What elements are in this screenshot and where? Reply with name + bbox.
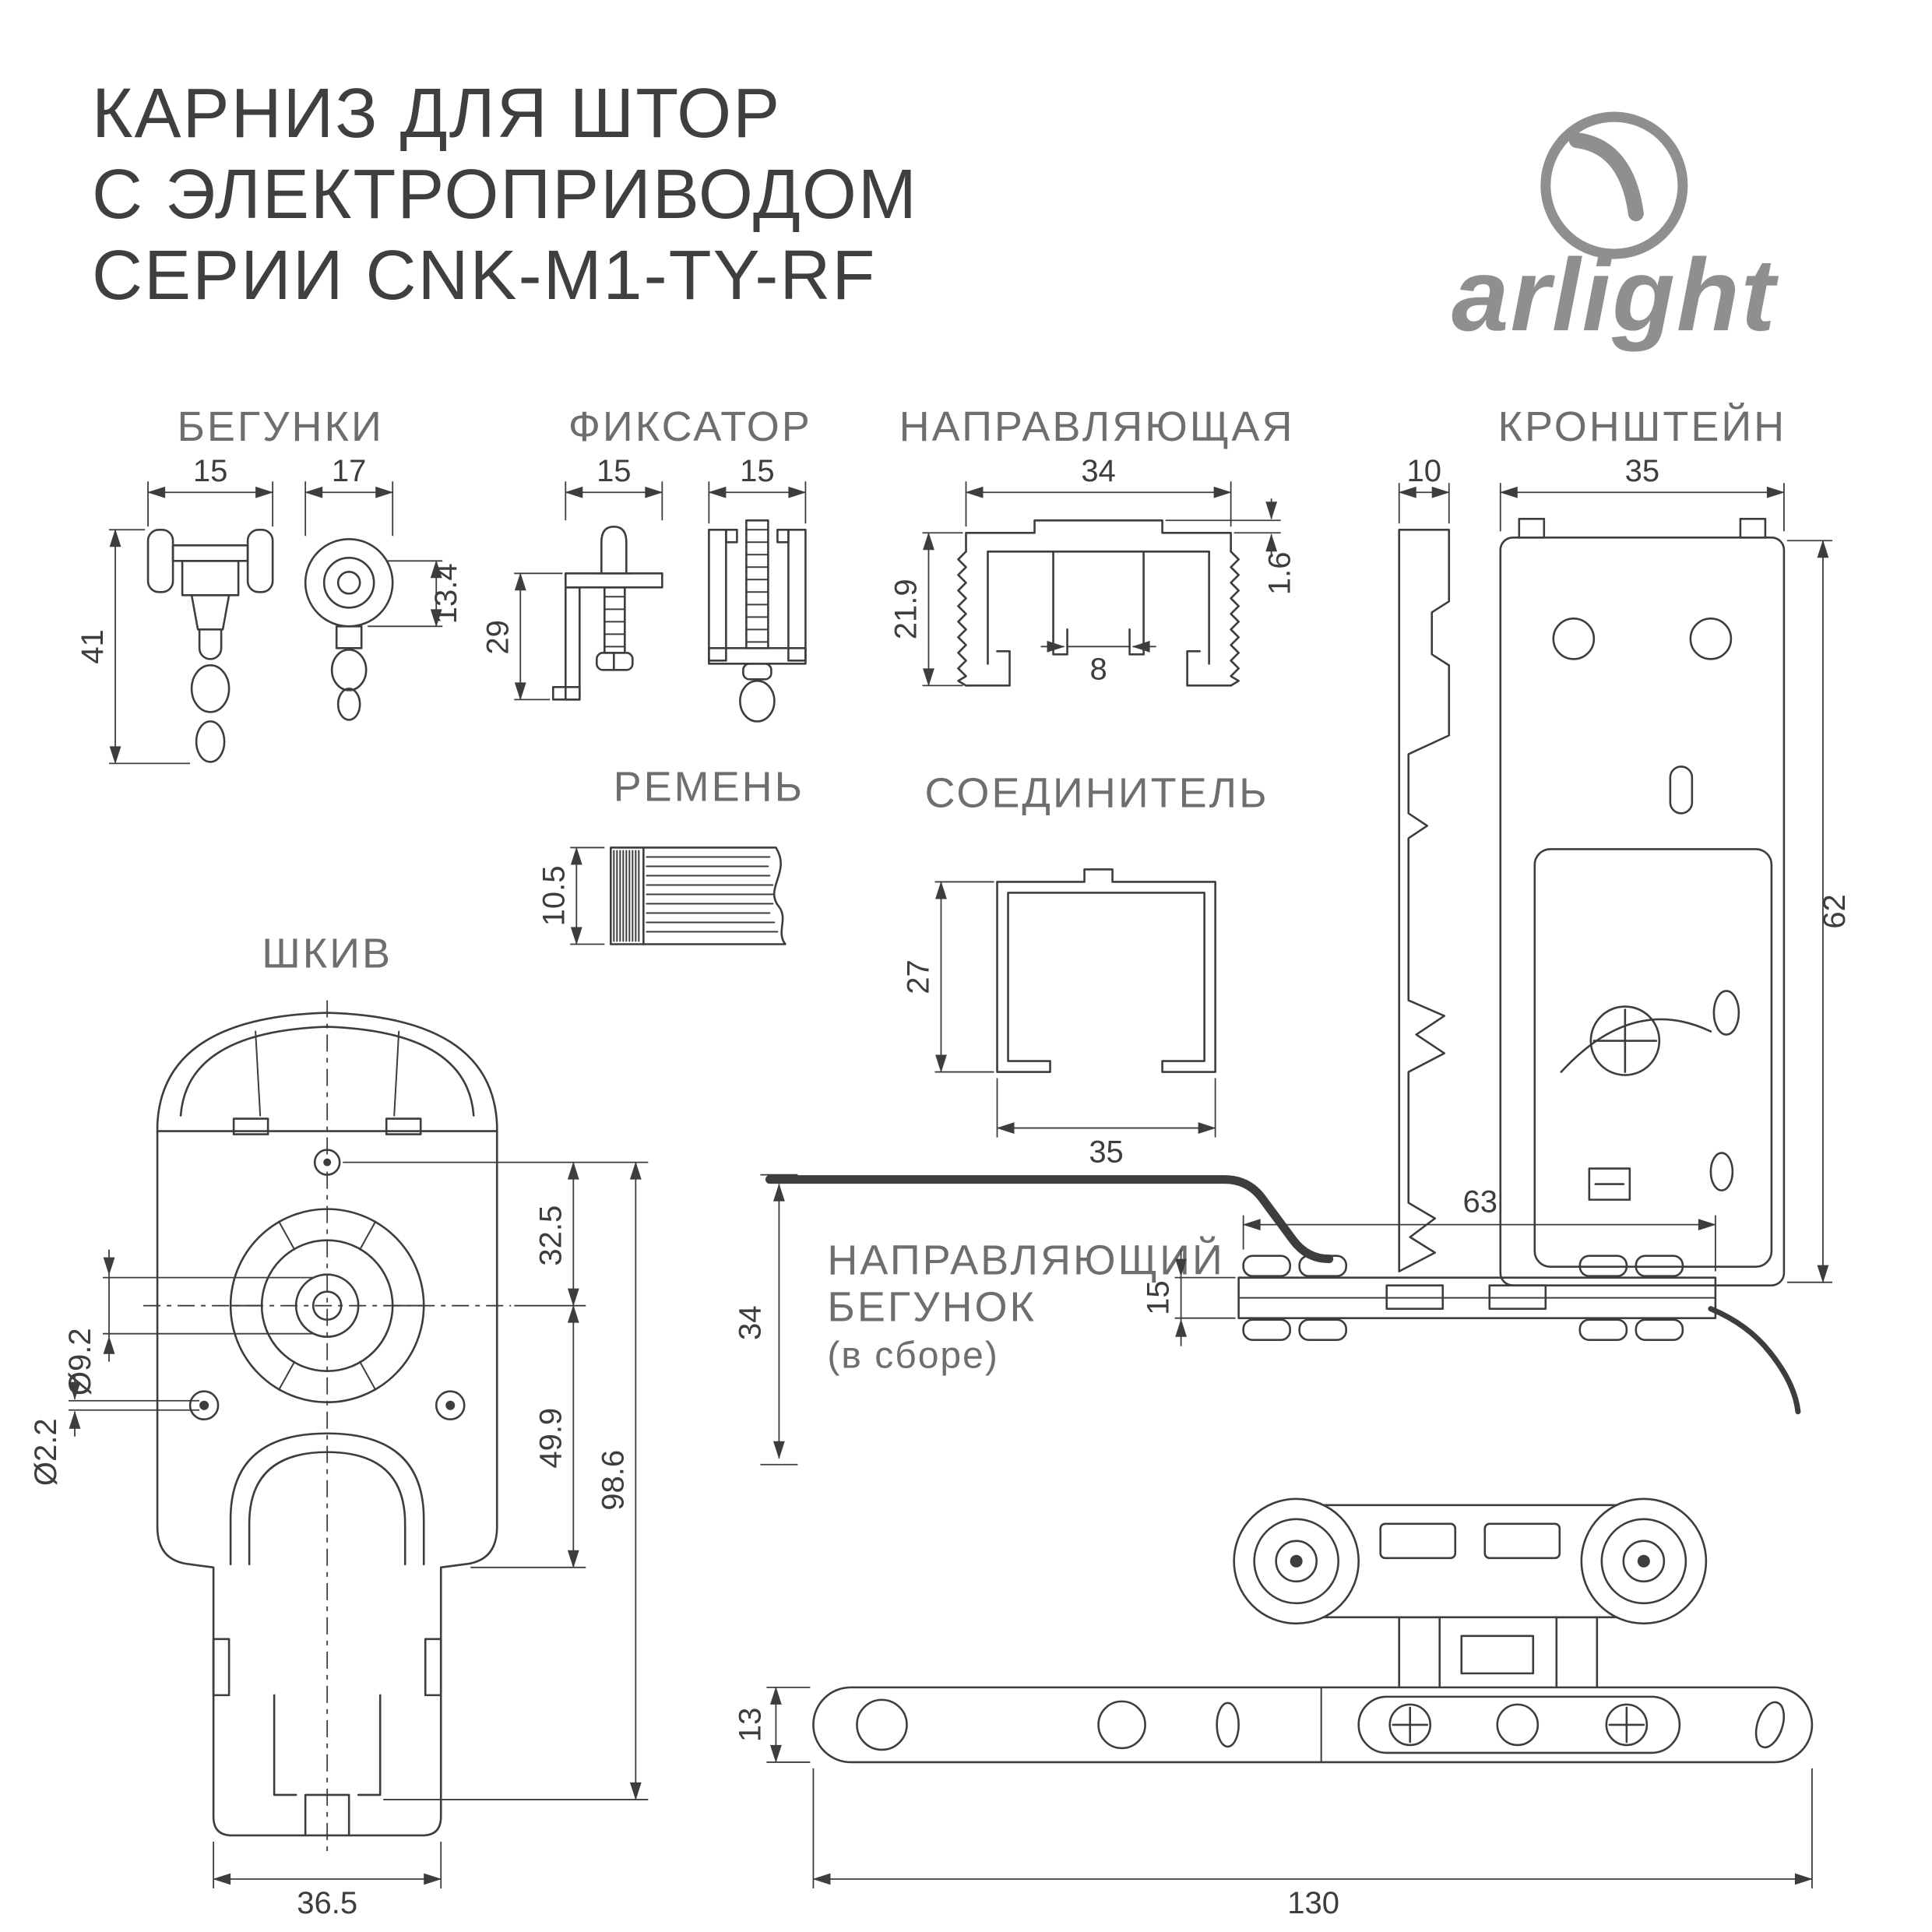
dim-guide-length: 63 (1463, 1185, 1498, 1219)
title-line-2: С ЭЛЕКТРОПРИВОДОМ (92, 155, 918, 234)
pulley-label: ШКИВ (262, 931, 392, 977)
bracket-label: КРОНШТЕЙН (1497, 403, 1786, 450)
runner-roller-drawing (304, 537, 394, 721)
dim-guide-body-height: 15 (1142, 1280, 1176, 1315)
fixator-label: ФИКСАТОР (568, 403, 812, 450)
section-bracket: КРОНШТЕЙН 10 35 (1398, 403, 1852, 1286)
dim-pulley-upper: 32.5 (533, 1205, 568, 1266)
dim-guide-drop: 34 (733, 1305, 767, 1339)
dim-fixator-height: 29 (480, 620, 515, 655)
dim-fixator1-width: 15 (596, 454, 632, 488)
dim-rail-height: 21.9 (889, 579, 923, 639)
dim-pulley-total: 98.6 (596, 1450, 630, 1511)
belt-drawing (610, 846, 787, 945)
dim-runner2-height: 13.4 (429, 563, 463, 624)
belt-dimensions: 10.5 (537, 846, 605, 945)
arlight-logo: arlight (1452, 111, 1779, 352)
section-belt: РЕМЕНЬ 10.5 (537, 763, 805, 945)
dim-rail-thickness: 1.6 (1263, 551, 1297, 595)
fixator-angle-clamp-drawing (551, 525, 663, 701)
phillips-screw-icon (1605, 1703, 1649, 1747)
dim-runner2-width: 17 (332, 454, 366, 488)
belt-label: РЕМЕНЬ (614, 763, 805, 810)
logo-circle-icon (1540, 111, 1688, 259)
bracket-side-view-drawing (1398, 528, 1451, 1272)
fixator-u-clamp-drawing (708, 519, 807, 723)
guide-runner-roller-left (1233, 1497, 1360, 1625)
dim-rail-width: 34 (1081, 454, 1116, 488)
connector-dimensions: 27 35 (901, 881, 1216, 1170)
guide-runner-label: НАПРАВЛЯЮЩИЙ БЕГУНОК (в сборе) (827, 1237, 1224, 1377)
runner-double-wheel-drawing (146, 528, 274, 763)
dim-pulley-width: 36.5 (297, 1886, 357, 1920)
dim-rail-gap: 8 (1089, 652, 1107, 686)
section-guide-runner: НАПРАВЛЯЮЩИЙ БЕГУНОК (в сборе) (733, 1174, 1814, 1920)
rail-dimensions: 34 21.9 8 1.6 (889, 454, 1297, 687)
logo-swoosh-icon (1568, 132, 1644, 222)
fixator-dimensions: 15 15 29 (480, 454, 807, 701)
dim-bracket-width: 35 (1625, 454, 1660, 488)
section-pulley: ШКИВ (29, 931, 649, 1920)
logo-wordmark: arlight (1452, 237, 1779, 352)
dim-bracket-depth: 10 (1406, 454, 1441, 488)
dim-bracket-height: 62 (1818, 894, 1852, 929)
guide-runner-label-line3: (в сборе) (827, 1336, 998, 1377)
bracket-front-view-drawing (1499, 517, 1786, 1286)
section-rail: НАПРАВЛЯЮЩАЯ 34 21.9 8 (889, 403, 1297, 687)
rail-label: НАПРАВЛЯЮЩАЯ (899, 403, 1295, 450)
guide-runner-dimensions: 63 34 15 13 130 (733, 1174, 1813, 1920)
dim-connector-height: 27 (901, 959, 935, 994)
section-runners: БЕГУНКИ 15 17 (76, 403, 463, 765)
dim-guide-bar-length: 130 (1287, 1886, 1339, 1920)
guide-runner-label-line1: НАПРАВЛЯЮЩИЙ (827, 1237, 1224, 1284)
dim-runner1-width: 15 (193, 454, 227, 488)
dim-fixator2-width: 15 (740, 454, 774, 488)
dim-belt-height: 10.5 (537, 866, 571, 927)
pulley-housing-drawing (143, 1000, 512, 1857)
section-fixator: ФИКСАТОР 15 (480, 403, 812, 723)
runners-dimensions: 15 17 41 13.4 (76, 454, 463, 765)
connector-label: СОЕДИНИТЕЛЬ (925, 769, 1269, 816)
guide-runner-roller-right (1580, 1497, 1708, 1625)
phillips-screw-icon (1388, 1703, 1432, 1747)
guide-runner-label-line2: БЕГУНОК (827, 1284, 1036, 1331)
connector-profile-drawing (996, 868, 1216, 1073)
title-line-1: КАРНИЗ ДЛЯ ШТОР (92, 74, 781, 153)
dim-runner-height: 41 (76, 629, 110, 664)
guide-runner-plan-view-drawing (812, 1497, 1814, 1764)
dim-guide-bar-height: 13 (733, 1708, 767, 1742)
dim-pulley-lower: 49.9 (533, 1408, 568, 1469)
dim-connector-width: 35 (1089, 1135, 1124, 1170)
pulley-dimensions: 32.5 49.9 98.6 36.5 Ø9.2 Ø2.2 (29, 1161, 649, 1920)
runners-label: БЕГУНКИ (177, 403, 383, 450)
title-block: КАРНИЗ ДЛЯ ШТОР С ЭЛЕКТРОПРИВОДОМ СЕРИИ … (92, 74, 918, 315)
bracket-dimensions: 10 35 62 (1398, 454, 1852, 1283)
section-connector: СОЕДИНИТЕЛЬ 27 35 (901, 769, 1269, 1170)
dim-pulley-hole: Ø2.2 (29, 1418, 63, 1486)
guide-runner-side-view-drawing (765, 1175, 1801, 1415)
dim-pulley-bore: Ø9.2 (63, 1328, 97, 1395)
rail-profile-drawing (957, 519, 1240, 687)
title-line-3: СЕРИИ CNK-M1-TY-RF (92, 236, 876, 315)
